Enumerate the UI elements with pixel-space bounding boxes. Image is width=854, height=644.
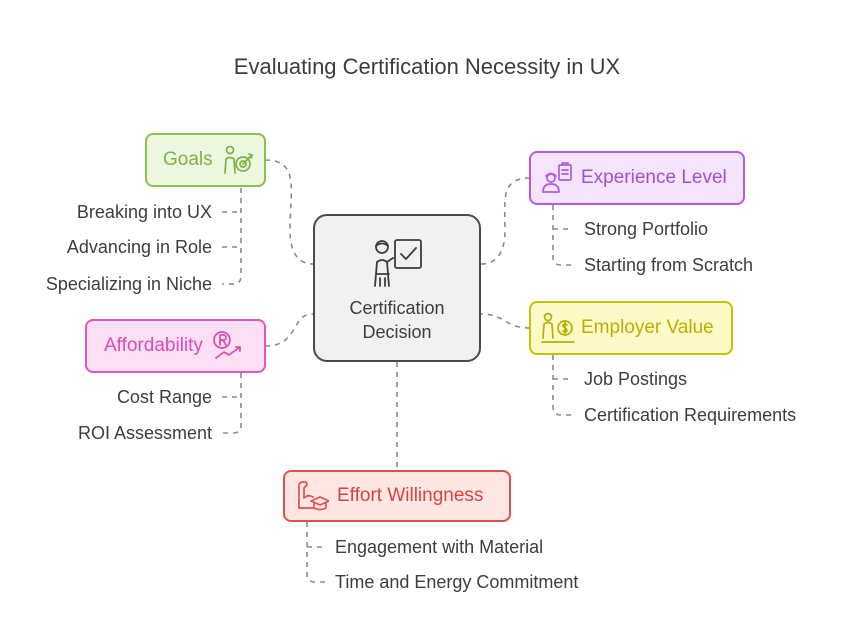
person-money-icon [541, 312, 575, 343]
diagram-title: Evaluating Certification Necessity in UX [233, 54, 621, 79]
effort-label: Effort Willingness [337, 485, 484, 506]
goals-item-2: Advancing in Role [66, 237, 212, 257]
center-node: Certification Decision [313, 214, 481, 362]
goals-item-3: Specializing in Niche [45, 274, 212, 294]
effort-item-1: Engagement with Material [335, 537, 544, 557]
affordability-item-2: ROI Assessment [77, 423, 212, 443]
person-target-icon [223, 145, 253, 174]
effort-item-2: Time and Energy Commitment [335, 572, 579, 592]
employer-node: Employer Value [529, 301, 733, 355]
center-label-line1: Certification [349, 298, 445, 318]
experience-label: Experience Level [581, 167, 727, 188]
goals-item-1: Breaking into UX [76, 202, 212, 222]
worker-clipboard-icon [542, 162, 572, 193]
presenter-checkmark-icon [374, 239, 422, 287]
center-label: Certification Decision [315, 296, 479, 344]
affordability-node: Affordability [85, 319, 266, 373]
coin-growth-icon [213, 331, 241, 359]
goals-label: Goals [163, 149, 213, 170]
experience-item-2: Starting from Scratch [584, 255, 754, 275]
center-label-line2: Decision [362, 322, 432, 342]
affordability-label: Affordability [104, 335, 203, 356]
employer-label: Employer Value [581, 317, 714, 338]
employer-item-2: Certification Requirements [584, 405, 797, 425]
goals-node: Goals [145, 133, 266, 187]
effort-node: Effort Willingness [283, 470, 511, 522]
affordability-item-1: Cost Range [116, 387, 212, 407]
employer-item-1: Job Postings [584, 369, 688, 389]
experience-item-1: Strong Portfolio [584, 219, 709, 239]
experience-node: Experience Level [529, 151, 745, 205]
arm-graduation-icon [298, 481, 329, 511]
